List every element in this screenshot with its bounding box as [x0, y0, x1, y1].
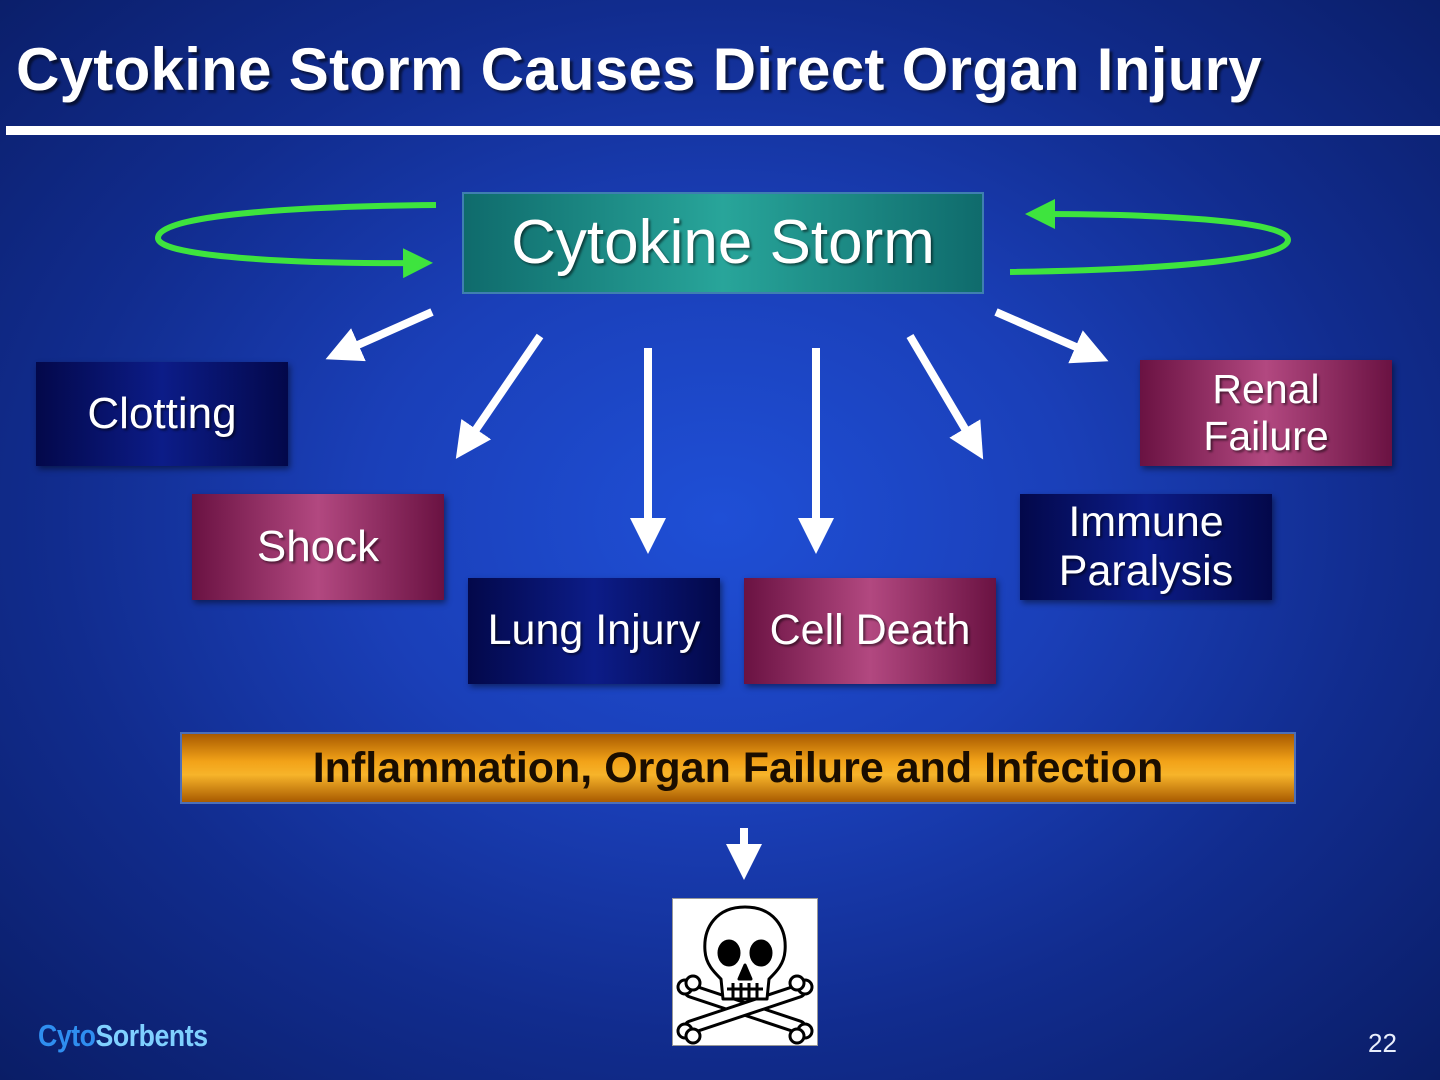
effect-box-shock: Shock — [192, 494, 444, 600]
outcome-banner: Inflammation, Organ Failure and Infectio… — [180, 732, 1296, 804]
effect-label: Renal Failure — [1203, 365, 1329, 459]
effect-label: Cell Death — [769, 606, 971, 655]
cytokine-storm-label: Cytokine Storm — [511, 208, 935, 278]
left-feedback-loop-arrow — [154, 202, 437, 279]
effect-label: Shock — [256, 521, 380, 571]
title-divider — [6, 126, 1440, 135]
right-feedback-loop-arrow — [1009, 199, 1292, 275]
effect-box-clotting: Clotting — [36, 362, 288, 466]
arrow-to-immune-paralysis — [906, 333, 984, 460]
cytokine-storm-node: Cytokine Storm — [462, 192, 984, 294]
effect-box-lung-injury: Lung Injury — [468, 578, 720, 684]
arrow-to-clotting — [325, 308, 434, 362]
skull-and-crossbones-icon — [672, 898, 818, 1046]
effect-box-immune-paralysis: Immune Paralysis — [1020, 494, 1272, 600]
logo-part-sorbents: Sorbents — [95, 1018, 209, 1053]
cytosorbents-logo: CytoSorbents — [38, 1018, 208, 1054]
arrow-to-renal-failure — [994, 308, 1109, 364]
slide-title: Cytokine Storm Causes Direct Organ Injur… — [16, 36, 1262, 103]
arrow-to-shock — [455, 333, 544, 459]
effect-label: Lung Injury — [487, 606, 701, 655]
page-number: 22 — [1368, 1028, 1397, 1058]
effect-label: Immune Paralysis — [1058, 497, 1234, 595]
effect-box-cell-death: Cell Death — [744, 578, 996, 684]
effect-label: Clotting — [87, 388, 237, 438]
outcome-banner-label: Inflammation, Organ Failure and Infectio… — [312, 743, 1164, 792]
effect-box-renal-failure: Renal Failure — [1140, 360, 1392, 466]
logo-part-cyto: Cyto — [38, 1018, 96, 1053]
